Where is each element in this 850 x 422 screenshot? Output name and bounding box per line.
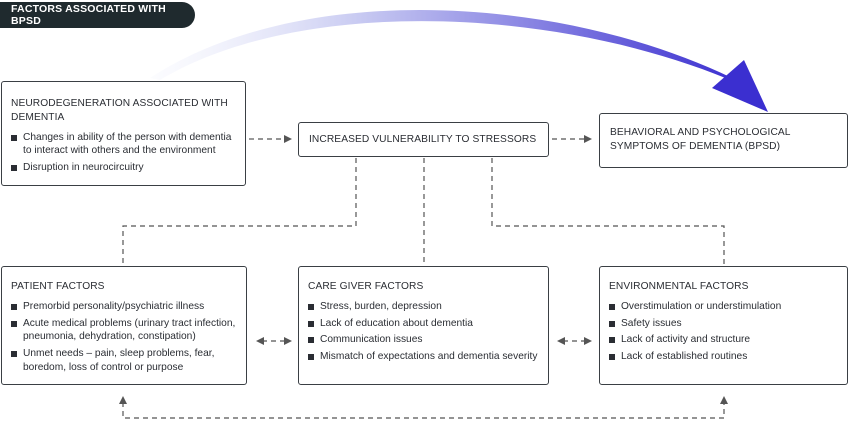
big-curved-arrow [150,10,740,84]
list-item: Lack of activity and structure [609,333,839,347]
list-item: Mismatch of expectations and dementia se… [308,350,540,364]
patient-factors-list: Premorbid personality/psychiatric illnes… [11,300,238,375]
list-item: Premorbid personality/psychiatric illnes… [11,300,238,314]
caregiver-factors-box: CARE GIVER FACTORS Stress, burden, depre… [298,266,549,385]
big-arrow-head [712,60,768,112]
list-item: Lack of education about dementia [308,317,540,331]
neurodegeneration-box: NEURODEGENERATION ASSOCIATED WITH DEMENT… [1,81,246,186]
caregiver-factors-title: CARE GIVER FACTORS [308,281,424,292]
diagram-title: FACTORS ASSOCIATED WITH BPSD [11,3,166,27]
list-item: Acute medical problems (urinary tract in… [11,317,238,345]
patient-factors-title: PATIENT FACTORS [11,281,105,292]
list-item: Unmet needs – pain, sleep problems, fear… [11,347,238,375]
environmental-factors-list: Overstimulation or understimulation Safe… [609,300,839,364]
bpsd-title: BEHAVIORAL AND PSYCHOLOGICAL SYMPTOMS OF… [610,127,791,152]
patient-factors-box: PATIENT FACTORS Premorbid personality/ps… [1,266,247,385]
connector-vulnerability-to-environment [491,158,725,265]
connector-vulnerability-to-patient [122,158,357,265]
bpsd-box: BEHAVIORAL AND PSYCHOLOGICAL SYMPTOMS OF… [599,113,848,168]
environmental-factors-title: ENVIRONMENTAL FACTORS [609,281,749,292]
list-item: Lack of established routines [609,350,839,364]
neurodegeneration-title: NEURODEGENERATION ASSOCIATED WITH DEMENT… [11,98,228,123]
vulnerability-box: INCREASED VULNERABILITY TO STRESSORS [298,122,549,157]
list-item: Overstimulation or understimulation [609,300,839,314]
environmental-factors-box: ENVIRONMENTAL FACTORS Overstimulation or… [599,266,848,385]
list-item: Disruption in neurocircuitry [11,161,237,175]
caregiver-factors-list: Stress, burden, depression Lack of educa… [308,300,540,364]
list-item: Stress, burden, depression [308,300,540,314]
list-item: Safety issues [609,317,839,331]
list-item: Changes in ability of the person with de… [11,131,237,159]
vulnerability-title: INCREASED VULNERABILITY TO STRESSORS [309,133,537,145]
list-item: Communication issues [308,333,540,347]
connector-patient-environment-bottom [122,402,725,419]
neurodegeneration-list: Changes in ability of the person with de… [11,131,237,175]
diagram-title-badge: FACTORS ASSOCIATED WITH BPSD [0,2,195,28]
